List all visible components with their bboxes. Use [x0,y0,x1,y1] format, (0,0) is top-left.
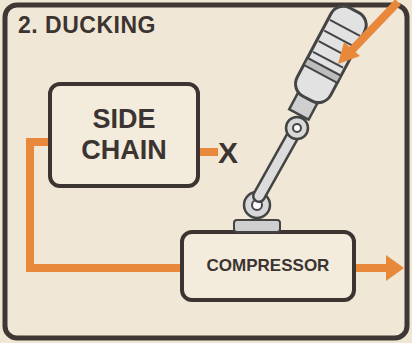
frame-border [5,5,407,338]
sidechain-box: SIDE CHAIN [48,82,200,188]
stand-joint [286,117,308,139]
cut-mark: X [218,136,238,170]
sidechain-stub-line [198,148,218,156]
input-line [352,2,398,50]
stand-joint-center [293,124,301,132]
microphone [282,1,371,123]
box-label: COMPRESSOR [207,256,330,276]
mic-band [304,58,341,83]
input-arrowhead [338,42,360,64]
mic-grille [330,20,360,36]
mic-grille [324,31,354,47]
output-arrowhead [386,255,404,281]
output-line [355,264,388,272]
box-label: SIDE CHAIN [64,104,184,166]
compressor-box: COMPRESSOR [180,230,356,302]
stand-arm [259,130,296,196]
diagram-title: 2. DUCKING [18,12,156,39]
mic-body [291,1,371,107]
stand-base [234,220,280,232]
stand-arm-outline [259,130,296,196]
